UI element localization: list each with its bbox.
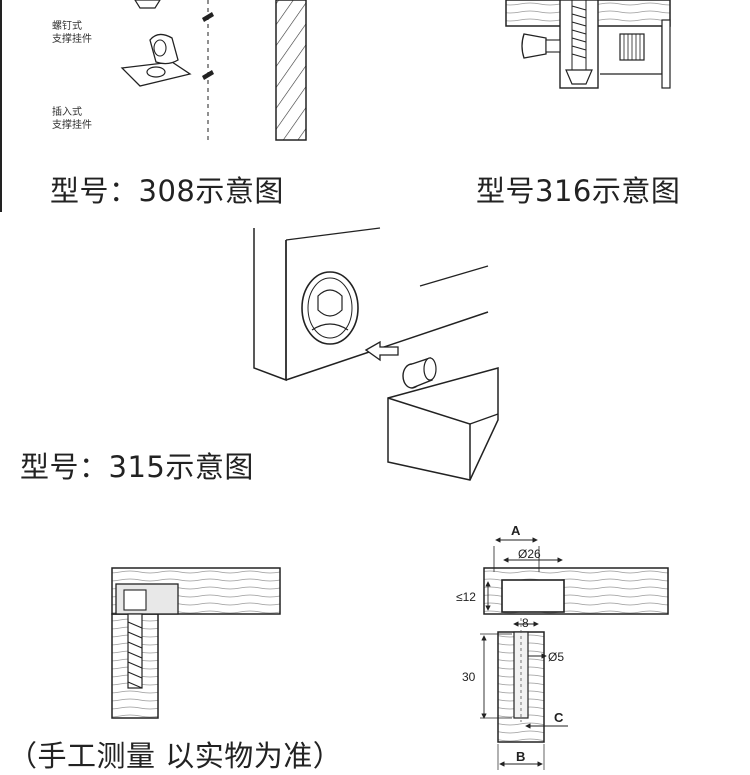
screw-icon-section bbox=[127, 613, 143, 689]
insert-type-label: 插入式 支撑挂件 bbox=[52, 107, 92, 131]
bolt-icon bbox=[521, 33, 561, 59]
threaded-insert-icon bbox=[619, 33, 645, 61]
insert-hanger-part bbox=[120, 33, 192, 87]
screw-icon bbox=[565, 0, 593, 85]
peg-icon bbox=[402, 357, 437, 389]
shelf-panel bbox=[387, 367, 499, 481]
pin-icon bbox=[202, 12, 214, 80]
caption-model-316: 型号316示意图 bbox=[476, 174, 681, 208]
cam-head bbox=[501, 579, 565, 613]
cabinet-side-panel bbox=[275, 0, 307, 141]
model-315-drawing bbox=[253, 227, 499, 481]
dim-gap: 8 bbox=[522, 616, 529, 630]
arrow-icon bbox=[364, 340, 399, 362]
dim-height-head: ≤12 bbox=[456, 590, 476, 604]
dim-label-a: A bbox=[511, 523, 521, 538]
caption-manual-note: （手工测量 以实物为准） bbox=[8, 739, 343, 773]
upright-panel bbox=[253, 228, 287, 382]
joint-cross-section bbox=[111, 567, 281, 719]
model-316-drawing bbox=[505, 0, 671, 89]
dim-diameter-head: Ø26 bbox=[518, 547, 541, 561]
dim-diameter-shaft: Ø5 bbox=[548, 650, 564, 664]
model-308-drawing bbox=[0, 0, 307, 212]
caption-model-308: 型号：308示意图 bbox=[50, 174, 284, 208]
side-panel-edge bbox=[661, 19, 671, 89]
screw-hanger-part bbox=[134, 0, 161, 9]
dim-length-shaft: 30 bbox=[462, 670, 476, 684]
dim-label-b: B bbox=[516, 749, 525, 764]
dimension-drawing: A Ø26 ≤12 8 Ø5 30 C B bbox=[456, 523, 669, 770]
cam-hole-icon bbox=[301, 271, 359, 345]
dim-label-c: C bbox=[554, 710, 564, 725]
screw-type-label: 螺钉式 支撑挂件 bbox=[52, 21, 92, 45]
caption-model-315: 型号：315示意图 bbox=[20, 450, 254, 484]
